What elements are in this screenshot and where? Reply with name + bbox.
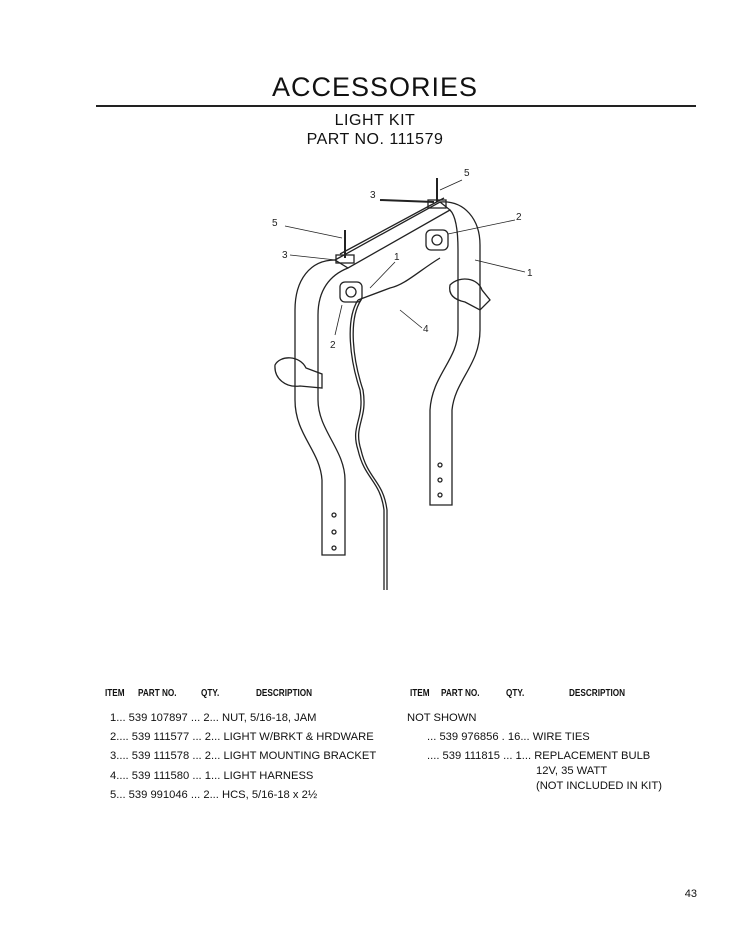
right-light: [425, 229, 449, 251]
callout-3-left: 3: [282, 250, 288, 261]
kit-name: LIGHT KIT: [334, 112, 416, 129]
table-row: 4.... 539 111580 ... 1... LIGHT HARNESS: [110, 770, 314, 782]
table-row: ... 539 976856 . 16... WIRE TIES: [427, 731, 590, 743]
page-title: ACCESSORIES: [271, 72, 479, 102]
left-clamp: [274, 357, 323, 389]
crossbar: [333, 201, 452, 269]
left-light: [339, 281, 363, 303]
title-rule: [96, 105, 696, 107]
bulb-note: (NOT INCLUDED IN KIT): [536, 780, 662, 792]
table-row: 5... 539 991046 ... 2... HCS, 5/16-18 x …: [110, 789, 318, 801]
header-partno-left: PART NO.: [138, 688, 177, 699]
callout-4: 4: [423, 324, 429, 335]
not-shown-note: NOT SHOWN: [407, 712, 477, 724]
light-kit-diagram: 5 3 2 1 5 3 1 4 2: [272, 168, 533, 590]
table-row: 1... 539 107897 ... 2... NUT, 5/16-18, J…: [110, 712, 317, 724]
callout-3-top: 3: [370, 190, 376, 201]
kit-part-number: PART NO. 111579: [306, 131, 444, 148]
page-number: 43: [684, 888, 697, 900]
header-qty-right: QTY.: [506, 688, 525, 699]
callout-1-right: 1: [527, 268, 533, 279]
header-partno-right: PART NO.: [441, 688, 480, 699]
table-row: .... 539 111815 ... 1... REPLACEMENT BUL…: [427, 750, 651, 762]
left-handle-tube: [294, 259, 349, 556]
table-row: 3.... 539 111578 ... 2... LIGHT MOUNTING…: [110, 750, 377, 762]
header-description-left: DESCRIPTION: [256, 688, 313, 699]
header-qty-left: QTY.: [201, 688, 220, 699]
callout-2-left: 2: [330, 340, 336, 351]
table-row: 2.... 539 111577 ... 2... LIGHT W/BRKT &…: [110, 731, 374, 743]
callout-2-right: 2: [516, 212, 522, 223]
header-item-left: ITEM: [105, 688, 125, 699]
bulb-spec: 12V, 35 WATT: [536, 765, 608, 777]
right-handle-tube: [429, 201, 481, 506]
right-clamp: [449, 278, 491, 311]
callout-5-left: 5: [272, 218, 278, 229]
callout-1-left: 1: [394, 252, 400, 263]
header-description-right: DESCRIPTION: [569, 688, 626, 699]
header-item-right: ITEM: [410, 688, 430, 699]
light-harness: [349, 299, 385, 590]
callout-5-top: 5: [464, 168, 470, 179]
